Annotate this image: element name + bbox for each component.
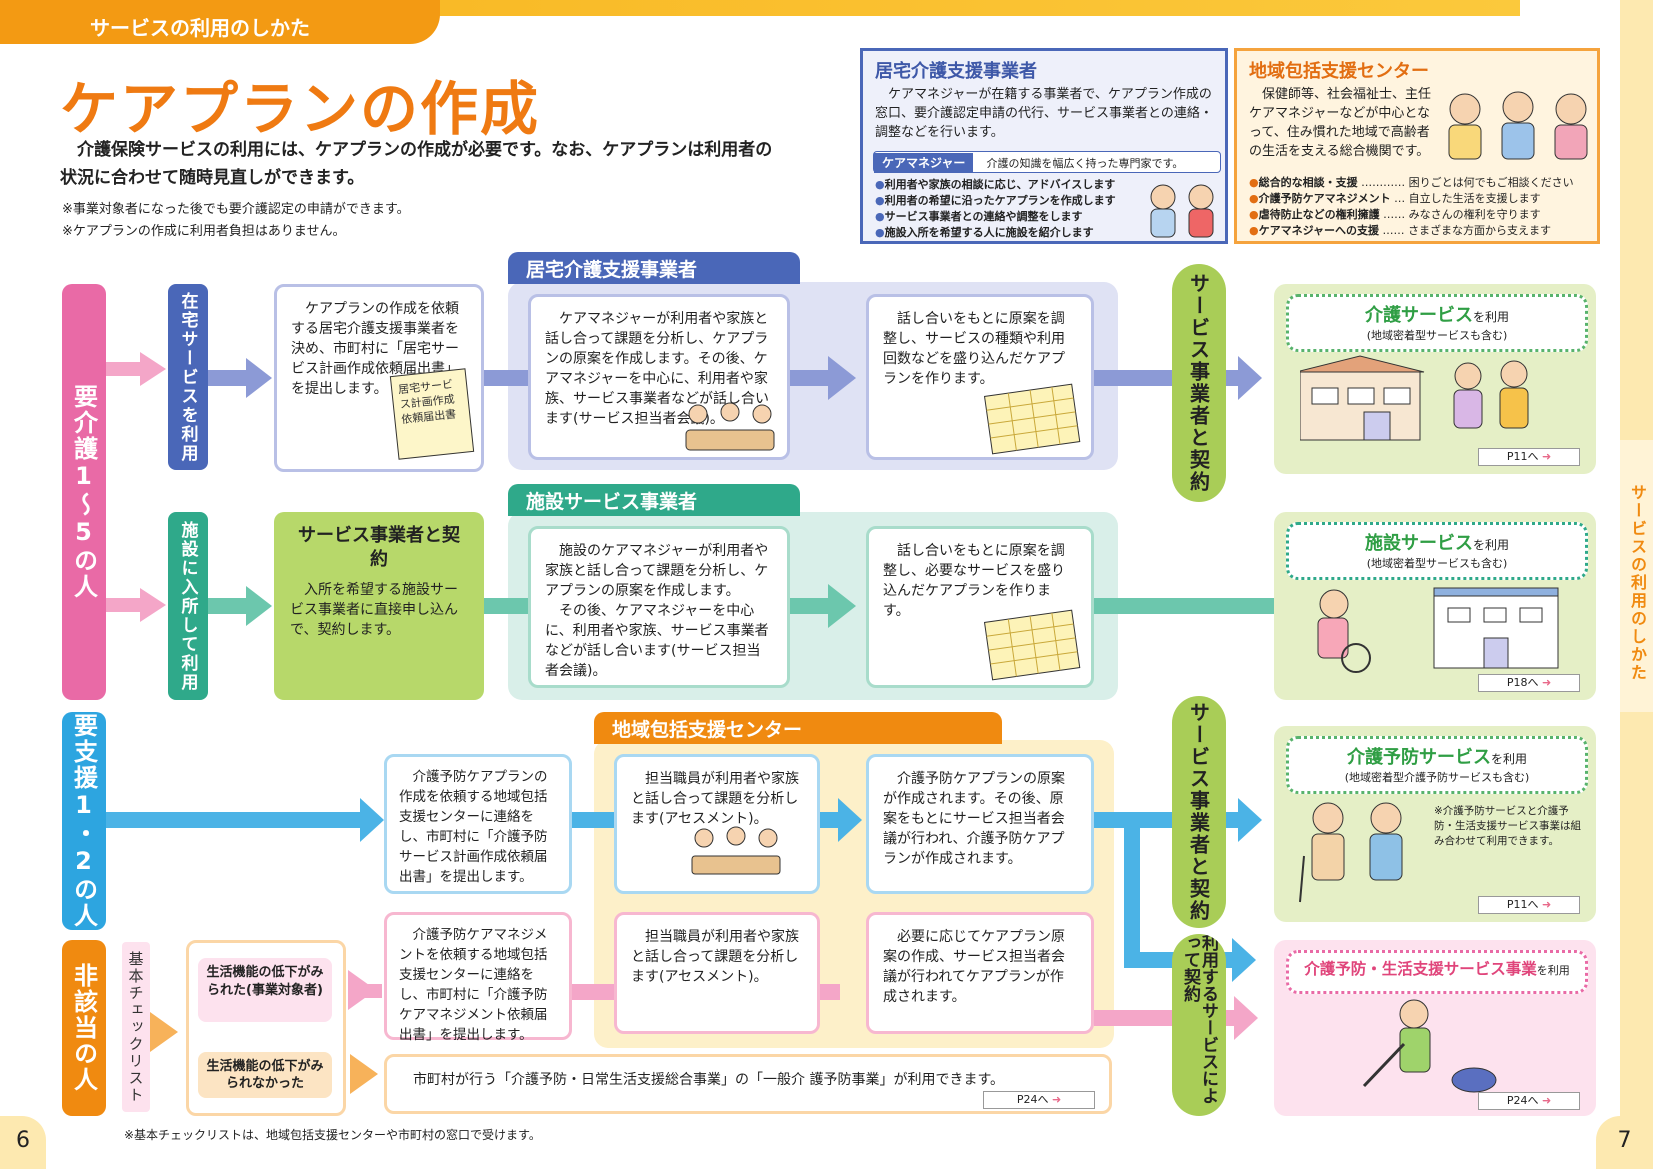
page-number-right: 7: [1596, 1116, 1653, 1169]
info-row: ●総合的な相談・支援 ………… 困りごとは何でもご相談ください: [1249, 176, 1574, 189]
group-care: 要介護1〜5の人: [62, 284, 106, 700]
page-number-left: 6: [0, 1116, 46, 1169]
band-chiiki: 地域包括支援センター: [594, 712, 1002, 744]
cm-desc: 介護の知識を幅広く持った専門家です。: [986, 157, 1184, 170]
info-row: ●ケアマネジャーへの支援 …… さまざまな方面から支えます: [1249, 224, 1552, 237]
ref-link[interactable]: P11へ ➜: [1478, 448, 1580, 466]
note-1: ※事業対象者になった後でも要介護認定の申請ができます。: [62, 202, 410, 217]
careplan-sheet-illustration: [983, 383, 1081, 455]
result-kaigo: 介護サービスを利用 (地域密着型サービスも含む) P11へ ➜: [1274, 284, 1596, 474]
result-sogo: 介護予防・生活支援サービス事業を利用 P24へ ➜: [1274, 940, 1596, 1116]
fac-step2: 施設のケアマネジャーが利用者や家族と話し合って課題を分析し、ケアプランの原案を作…: [528, 526, 790, 688]
intro-text: 介護保険サービスの利用には、ケアプランの作成が必要です。なお、ケアプランは利用者…: [60, 140, 773, 188]
info-row: ●介護予防ケアマネジメント … 自立した生活を支援します: [1249, 192, 1541, 205]
bullet: ●サービス事業者との連絡や調整をします: [875, 210, 1083, 223]
assessment-illustration: [691, 826, 781, 875]
section-tab: [0, 0, 440, 44]
fac-step1: サービス事業者と契約 入所を希望する施設サービス事業者に直接申し込んで、契約しま…: [274, 512, 484, 700]
route-home: 在宅サービスを利用: [168, 284, 208, 470]
ref-link[interactable]: P11へ ➜: [1478, 896, 1580, 914]
tgt-step3: 必要に応じてケアプラン原案の作成、サービス担当者会議が行われてケアプランが作成さ…: [866, 912, 1094, 1034]
footer-note: ※基本チェックリストは、地域包括支援センターや市町村の窓口で受けます。: [124, 1128, 541, 1142]
tgt-step1: 介護予防ケアマネジメントを依頼する地域包括支援センターに連絡をし、市町村に「介護…: [384, 912, 572, 1043]
meeting-illustration: [685, 402, 775, 451]
result-shisetsu: 施設サービスを利用 (地域密着型サービスも含む) P18へ ➜: [1274, 512, 1596, 700]
note-2: ※ケアプランの作成に利用者負担はありません。: [62, 224, 346, 239]
sup-step2: 担当職員が利用者や家族と話し合って課題を分析します(アセスメント)。: [614, 754, 820, 894]
result-note: ※介護予防サービスと介護予防・生活支援サービス事業は組み合わせて利用できます。: [1434, 805, 1581, 847]
section-tab-label: サービスの利用のしかた: [90, 16, 310, 40]
contract-a: サービス事業者と契約: [1172, 264, 1226, 502]
info-chiiki-body: 保健師等、社会福祉士、主任ケアマネジャーなどが中心となって、住み慣れた地域で高齢…: [1249, 87, 1432, 159]
band-kyotaku: 居宅介護支援事業者: [508, 252, 800, 284]
ref-link[interactable]: P24へ ➜: [1478, 1092, 1580, 1110]
cm-label: ケアマネジャー: [874, 153, 974, 173]
home-form-illustration: 居宅サービス計画作成依頼届出書: [389, 368, 475, 460]
low-no: 生活機能の低下がみられなかった: [198, 1052, 332, 1098]
bullet: ●利用者の希望に沿ったケアプランを作成します: [875, 194, 1116, 207]
ref-link[interactable]: P18へ ➜: [1478, 674, 1580, 692]
info-chiiki-title: 地域包括支援センター: [1249, 61, 1429, 82]
facility-illustration: [1317, 587, 1559, 673]
ref-link[interactable]: P24へ ➜: [983, 1091, 1095, 1109]
contract-b: サービス事業者と契約: [1172, 696, 1226, 928]
side-tab: サービスの利用のしかた: [1628, 484, 1647, 682]
sup-step1: 介護予防ケアプランの作成を依頼する地域包括支援センターに連絡をし、市町村に「介護…: [384, 754, 572, 894]
page-title: ケアプランの作成: [60, 75, 541, 143]
contract-c: 利用するサービスによって契約: [1172, 934, 1226, 1116]
bullet: ●利用者や家族の相談に応じ、アドバイスします: [875, 178, 1116, 191]
result-yobo: 介護予防サービスを利用 (地域密着型介護予防サービスも含む) ※介護予防サービス…: [1274, 726, 1596, 922]
staff-illustration: [1448, 91, 1588, 160]
info-row: ●虐待防止などの権利擁護 …… みなさんの権利を守ります: [1249, 208, 1541, 221]
walking-illustration: [1299, 802, 1403, 903]
band-shisetsu: 施設サービス事業者: [508, 484, 800, 516]
info-kyotaku: 居宅介護支援事業者 ケアマネジャーが在籍する事業者で、ケアプラン作成の窓口、要介…: [860, 48, 1228, 244]
route-facility: 施設に入所して利用: [168, 512, 208, 700]
bullet: ●施設入所を希望する人に施設を紹介します: [875, 226, 1094, 239]
careplan-sheet-illustration: [983, 609, 1081, 681]
tgt-step2: 担当職員が利用者や家族と話し合って課題を分析します(アセスメント)。: [614, 912, 820, 1034]
info-kyotaku-title: 居宅介護支援事業者: [875, 61, 1037, 82]
group-support: 要支援1・2の人: [62, 712, 106, 930]
caremanager-illustration: [1150, 184, 1214, 238]
info-chiiki: 地域包括支援センター 保健師等、社会福祉士、主任ケアマネジャーなどが中心となって…: [1234, 48, 1600, 244]
checklist-label: 基本チェックリスト: [122, 942, 150, 1112]
info-kyotaku-body: ケアマネジャーが在籍する事業者で、ケアプラン作成の窓口、要介護認定申請の代行、サ…: [875, 87, 1213, 140]
general-box: 市町村が行う「介護予防・日常生活支援総合事業」の「一般介 護予防事業」が利用でき…: [384, 1054, 1112, 1114]
sup-step3: 介護予防ケアプランの原案が作成されます。その後、原案をもとにサービス担当者会議が…: [866, 754, 1094, 894]
daycare-illustration: [1300, 355, 1529, 441]
cleaning-illustration: [1362, 999, 1497, 1093]
low-yes: 生活機能の低下がみられた(事業対象者): [198, 958, 332, 1022]
group-none: 非該当の人: [62, 940, 106, 1116]
